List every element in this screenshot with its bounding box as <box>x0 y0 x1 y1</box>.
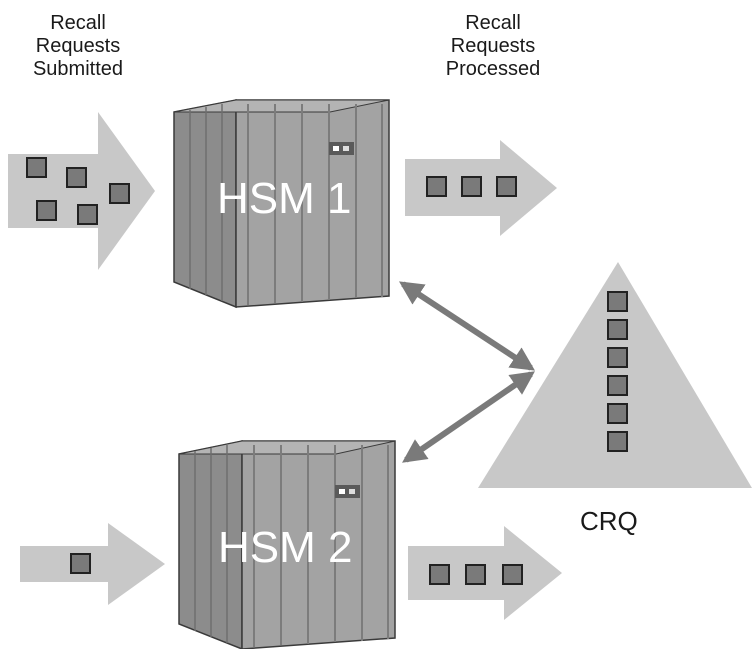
hsm2-incoming-arrow <box>20 523 165 605</box>
request-square <box>607 291 628 312</box>
request-square <box>502 564 523 585</box>
request-square <box>429 564 450 585</box>
request-square <box>465 564 486 585</box>
connector-hsm1-crq <box>398 281 536 371</box>
request-square <box>426 176 447 197</box>
recall-requests-submitted-label: Recall Requests Submitted <box>32 12 124 80</box>
hsm2-label: HSM 2 <box>218 523 353 572</box>
request-square <box>461 176 482 197</box>
request-square <box>607 403 628 424</box>
request-square <box>77 204 98 225</box>
recall-requests-processed-label: Recall Requests Processed <box>445 12 541 80</box>
request-square <box>607 347 628 368</box>
crq-label: CRQ <box>580 506 638 536</box>
request-square <box>607 375 628 396</box>
hsm2-processed-requests <box>429 564 523 585</box>
request-square <box>607 431 628 452</box>
connector-hsm2-crq <box>402 371 535 463</box>
hsm1-panel-indicator <box>329 142 354 155</box>
hsm2-cabinet <box>178 440 396 649</box>
hsm1-processed-requests <box>426 176 517 197</box>
request-square <box>66 167 87 188</box>
hsm2-panel-indicator <box>335 485 360 498</box>
request-square <box>26 157 47 178</box>
request-square <box>109 183 130 204</box>
request-square <box>496 176 517 197</box>
crq-queue <box>607 291 628 452</box>
hsm1-incoming-arrow <box>8 112 155 270</box>
hsm1-cabinet <box>173 99 390 309</box>
request-square <box>70 553 91 574</box>
hsm1-incoming-requests <box>26 157 130 225</box>
hsm1-label: HSM 1 <box>217 174 352 223</box>
request-square <box>607 319 628 340</box>
request-square <box>36 200 57 221</box>
